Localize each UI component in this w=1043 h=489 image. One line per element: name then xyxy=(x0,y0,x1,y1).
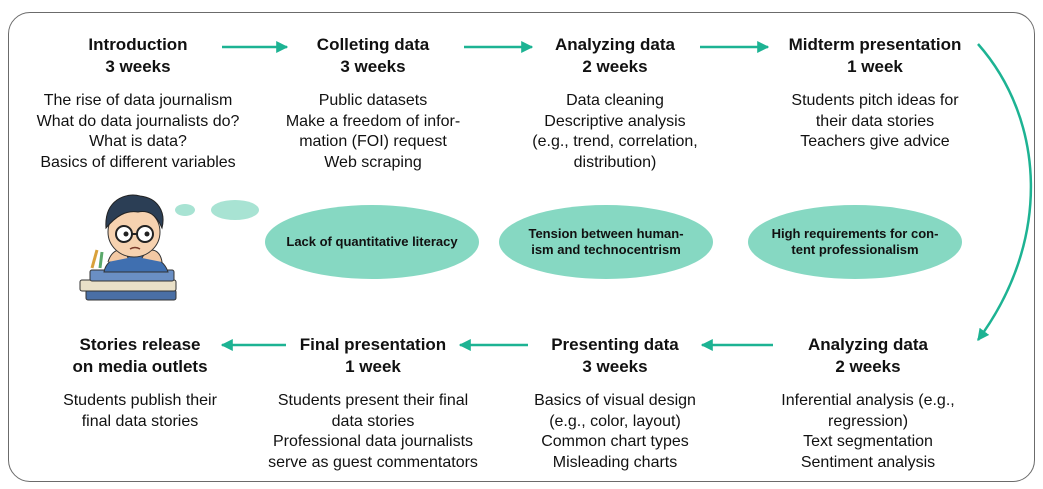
stage-item: Students present their final xyxy=(277,392,469,409)
stage-item: Web scraping xyxy=(324,153,422,171)
stage-item: Common chart types xyxy=(541,433,689,450)
thought-bubble-large xyxy=(211,200,259,220)
stage-item: What is data? xyxy=(89,133,187,150)
stage-final-presentation: Final presentation 1 week Students prese… xyxy=(253,334,493,473)
challenge-text-line1: High requirements for con- xyxy=(771,226,939,241)
stage-item: Data cleaning xyxy=(566,92,664,109)
stage-title: Stories release xyxy=(79,335,201,354)
stage-item: Basics of visual design xyxy=(534,392,696,409)
stage-item: What do data journalists do? xyxy=(36,112,240,130)
stage-duration: on media outlets xyxy=(72,357,208,376)
challenge-ellipse-2 xyxy=(499,205,713,279)
stage-duration: 2 weeks xyxy=(582,57,648,76)
stage-colleting-data: Colleting data 3 weeks Public datasets M… xyxy=(263,34,483,173)
stage-midterm-presentation: Midterm presentation 1 week Students pit… xyxy=(760,34,990,153)
stage-title: Analyzing data xyxy=(808,335,928,354)
stage-stories-release: Stories release on media outlets Student… xyxy=(30,334,250,432)
stage-title: Midterm presentation xyxy=(788,35,962,54)
stage-duration: 1 week xyxy=(345,357,401,376)
stage-item: distribution) xyxy=(573,153,657,171)
stage-item: Students pitch ideas for xyxy=(791,92,959,109)
stage-title: Final presentation xyxy=(299,335,447,354)
challenge-ellipse-1 xyxy=(265,205,479,279)
challenge-humanism-technocentrism: Tension between human- ism and technocen… xyxy=(506,212,706,272)
stage-item: mation (FOI) request xyxy=(299,133,447,150)
stage-duration: 3 weeks xyxy=(582,357,648,376)
stage-items: Public datasets Make a freedom of infor-… xyxy=(263,91,483,173)
challenge-ellipse-3 xyxy=(748,205,962,279)
stage-items: The rise of data journalism What do data… xyxy=(28,91,248,173)
stage-item: final data stories xyxy=(81,412,199,430)
stage-presenting-data: Presenting data 3 weeks Basics of visual… xyxy=(505,334,725,473)
challenge-text-line2: tent professionalism xyxy=(791,242,919,257)
stage-item: Inferential analysis (e.g., xyxy=(781,392,955,409)
stage-title: Colleting data xyxy=(316,35,430,54)
stage-item: Basics of different variables xyxy=(40,153,236,171)
arrow-4-to-5-curve xyxy=(976,43,1033,341)
stage-analyzing-data-1: Analyzing data 2 weeks Data cleaning Des… xyxy=(505,34,725,173)
stage-duration: 3 weeks xyxy=(340,57,406,76)
stage-items: Students publish their final data storie… xyxy=(30,391,250,432)
challenge-text-line1: Tension between human- xyxy=(528,226,684,241)
stage-item: serve as guest commentators xyxy=(268,453,478,471)
stage-item: Text segmentation xyxy=(803,433,933,450)
thinking-student-icon xyxy=(79,194,177,301)
challenge-text: Lack of quantitative literacy xyxy=(286,234,458,249)
stage-item: their data stories xyxy=(815,112,935,130)
stage-item: Misleading charts xyxy=(552,453,678,471)
challenge-quantitative-literacy: Lack of quantitative literacy xyxy=(272,212,472,272)
stage-item: Descriptive analysis xyxy=(544,112,686,130)
stage-item: Professional data journalists xyxy=(272,433,474,450)
stage-item: The rise of data journalism xyxy=(43,92,233,109)
stage-item: data stories xyxy=(331,412,415,430)
stage-items: Data cleaning Descriptive analysis (e.g.… xyxy=(505,91,725,173)
stage-item: Sentiment analysis xyxy=(800,453,936,471)
stage-title: Presenting data xyxy=(551,335,679,354)
thought-bubble-small xyxy=(175,204,195,216)
stage-items: Basics of visual design (e.g., color, la… xyxy=(505,391,725,473)
stage-item: (e.g., color, layout) xyxy=(549,412,681,430)
stage-item: (e.g., trend, correlation, xyxy=(532,133,698,150)
stage-duration: 2 weeks xyxy=(835,357,901,376)
stage-analyzing-data-2: Analyzing data 2 weeks Inferential analy… xyxy=(758,334,978,473)
challenge-text-line2: ism and technocentrism xyxy=(531,242,681,257)
stage-item: Public datasets xyxy=(318,92,428,109)
stage-title: Analyzing data xyxy=(555,35,675,54)
stage-item: Students publish their xyxy=(63,392,217,409)
stage-items: Students pitch ideas for their data stor… xyxy=(760,91,990,153)
stage-duration: 1 week xyxy=(847,57,903,76)
stage-title: Introduction xyxy=(88,35,188,54)
stage-introduction: Introduction 3 weeks The rise of data jo… xyxy=(28,34,248,173)
stage-duration: 3 weeks xyxy=(105,57,171,76)
stage-item: Teachers give advice xyxy=(800,133,950,150)
challenge-content-professionalism: High requirements for con- tent professi… xyxy=(755,212,955,272)
stage-items: Students present their final data storie… xyxy=(253,391,493,473)
stage-items: Inferential analysis (e.g., regression) … xyxy=(758,391,978,473)
stage-item: regression) xyxy=(827,412,909,430)
stage-item: Make a freedom of infor- xyxy=(285,112,461,130)
diagram-frame xyxy=(8,12,1035,482)
